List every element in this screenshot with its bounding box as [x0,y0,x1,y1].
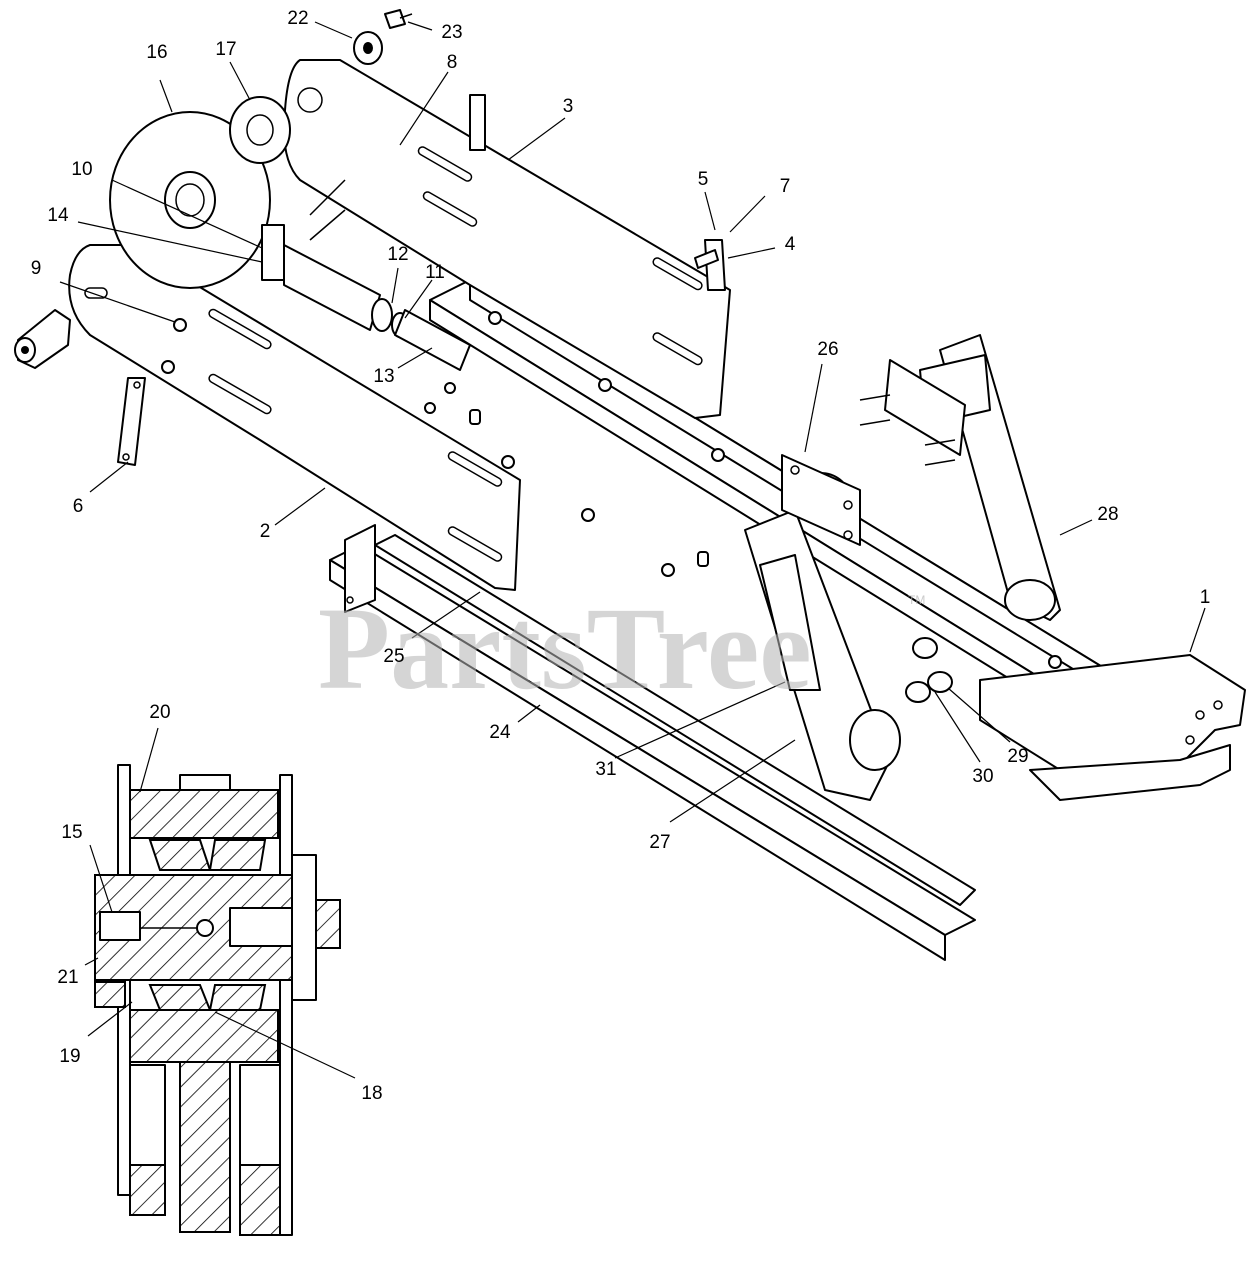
leader-lines [59,21,1206,1079]
callout-27: 27 [649,832,670,853]
link-bar [117,377,146,466]
callout-7: 7 [780,176,791,197]
callout-9: 9 [31,258,42,279]
nuts [905,637,953,703]
callout-23: 23 [441,22,462,43]
bracket [469,94,726,291]
callout-8: 8 [447,52,458,73]
callout-labels: 1 2 3 4 5 6 7 8 9 10 11 12 13 14 15 16 1… [31,8,1211,1104]
callout-3: 3 [563,96,574,117]
callout-17: 17 [215,39,236,60]
shaft-assembly [261,224,471,371]
callout-4: 4 [785,234,796,255]
callout-29: 29 [1007,746,1028,767]
callout-21: 21 [57,967,78,988]
callout-26: 26 [817,339,838,360]
bearing-cross-section [94,764,341,1236]
callout-22: 22 [287,8,308,29]
callout-11: 11 [425,262,445,283]
arm [744,472,901,801]
washer [229,96,291,164]
callout-5: 5 [698,169,709,190]
callout-30: 30 [972,766,993,787]
callout-18: 18 [361,1083,382,1104]
hardware-pins [161,179,1062,669]
callout-28: 28 [1097,504,1118,525]
callout-2: 2 [260,521,271,542]
callout-15: 15 [61,822,82,843]
bolt [384,9,413,29]
callout-6: 6 [73,496,84,517]
watermark-trademark: TM [908,593,925,607]
callout-13: 13 [373,366,394,387]
callout-10: 10 [71,159,92,180]
callout-12: 12 [387,244,408,265]
callout-25: 25 [383,646,404,667]
callout-1: 1 [1200,587,1211,608]
mount-plate [781,454,861,546]
callout-20: 20 [149,702,170,723]
callout-16: 16 [146,42,167,63]
pulley [109,111,271,289]
callout-19: 19 [59,1046,80,1067]
watermark-text: PartsTree [318,583,812,714]
callout-24: 24 [489,722,511,743]
bearing [353,31,383,65]
rail [329,524,976,961]
support-frame [859,334,1061,621]
callout-14: 14 [47,205,69,226]
callout-31: 31 [595,759,616,780]
watermark: PartsTree TM [318,583,925,714]
fitting [14,309,71,369]
